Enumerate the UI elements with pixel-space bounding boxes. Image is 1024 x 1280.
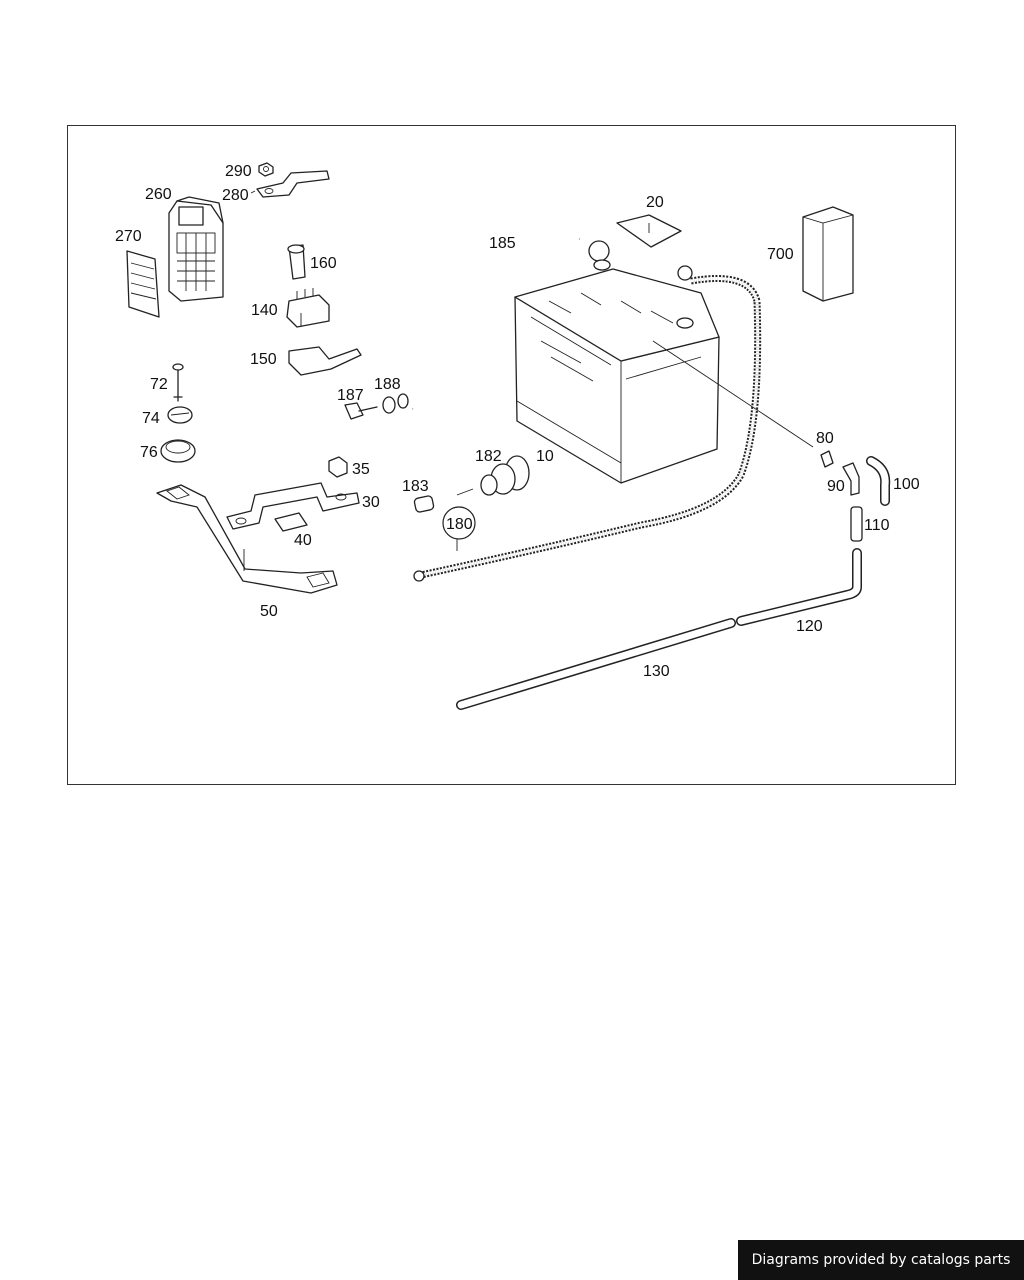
label-76: 76: [140, 444, 158, 461]
part-150-tray[interactable]: [288, 346, 362, 376]
label-700: 700: [767, 246, 794, 263]
part-10-battery[interactable]: [514, 259, 720, 484]
part-30-bracket[interactable]: [226, 482, 360, 530]
label-183: 183: [402, 478, 429, 495]
part-labels: 260 270 290 280 160 140 150 185 20 700 7…: [115, 163, 920, 680]
label-40: 40: [294, 532, 312, 549]
label-100: 100: [893, 476, 920, 493]
part-183-sleeve[interactable]: [413, 495, 435, 513]
part-40-pad[interactable]: [274, 512, 308, 532]
footer-credit-text: Diagrams provided by catalogs parts: [751, 1252, 1011, 1268]
part-185-cable[interactable]: [412, 237, 610, 424]
label-182: 182: [475, 448, 502, 465]
part-280-bracket[interactable]: [256, 170, 330, 198]
label-270: 270: [115, 228, 142, 245]
label-30: 30: [362, 494, 380, 511]
marker-180-circle: [442, 506, 476, 540]
part-160-holder[interactable]: [287, 244, 306, 280]
part-50-strap[interactable]: [156, 484, 338, 594]
label-35: 35: [352, 461, 370, 478]
label-150: 150: [250, 351, 277, 368]
label-140: 140: [251, 302, 278, 319]
part-35-nut[interactable]: [328, 456, 348, 478]
part-260-fuse-box[interactable]: [168, 196, 224, 302]
part-700-box[interactable]: [802, 206, 854, 302]
part-100-hose[interactable]: [866, 456, 891, 506]
part-290-nut[interactable]: [258, 162, 274, 177]
part-76-plug[interactable]: [160, 439, 196, 463]
part-80-plug[interactable]: [820, 450, 834, 468]
part-20-plate[interactable]: [616, 214, 682, 248]
parts-diagram-frame: 260 270 290 280 160 140 150 185 20 700 7…: [67, 125, 956, 785]
part-110-tube[interactable]: [850, 506, 863, 542]
label-280: 280: [222, 187, 249, 204]
label-260: 260: [145, 186, 172, 203]
battery-parts-diagram: 260 270 290 280 160 140 150 185 20 700 7…: [115, 162, 920, 710]
label-20: 20: [646, 194, 664, 211]
part-90-elbow[interactable]: [842, 462, 860, 496]
part-188-washer[interactable]: [382, 393, 409, 414]
label-50: 50: [260, 603, 278, 620]
label-130: 130: [643, 663, 670, 680]
label-80: 80: [816, 430, 834, 447]
part-187-bolt[interactable]: [344, 402, 378, 420]
label-120: 120: [796, 618, 823, 635]
label-180: 180: [446, 516, 473, 533]
label-90: 90: [827, 478, 845, 495]
part-130-hose[interactable]: [456, 618, 736, 710]
part-74-cap[interactable]: [167, 406, 193, 424]
part-180-cable[interactable]: [413, 265, 762, 582]
label-72: 72: [150, 376, 168, 393]
part-120-hose[interactable]: [736, 548, 862, 626]
label-188: 188: [374, 376, 401, 393]
label-160: 160: [310, 255, 337, 272]
label-290: 290: [225, 163, 252, 180]
part-72-screw[interactable]: [172, 363, 184, 402]
part-140-terminal-block[interactable]: [286, 288, 330, 328]
part-182-grommet[interactable]: [480, 455, 530, 496]
footer-credit-badge: Diagrams provided by catalogs parts: [738, 1240, 1024, 1280]
part-270-cover[interactable]: [126, 250, 160, 318]
label-10: 10: [536, 448, 554, 465]
label-187: 187: [337, 387, 364, 404]
label-110: 110: [864, 517, 890, 534]
label-185: 185: [489, 235, 516, 252]
label-74: 74: [142, 410, 160, 427]
